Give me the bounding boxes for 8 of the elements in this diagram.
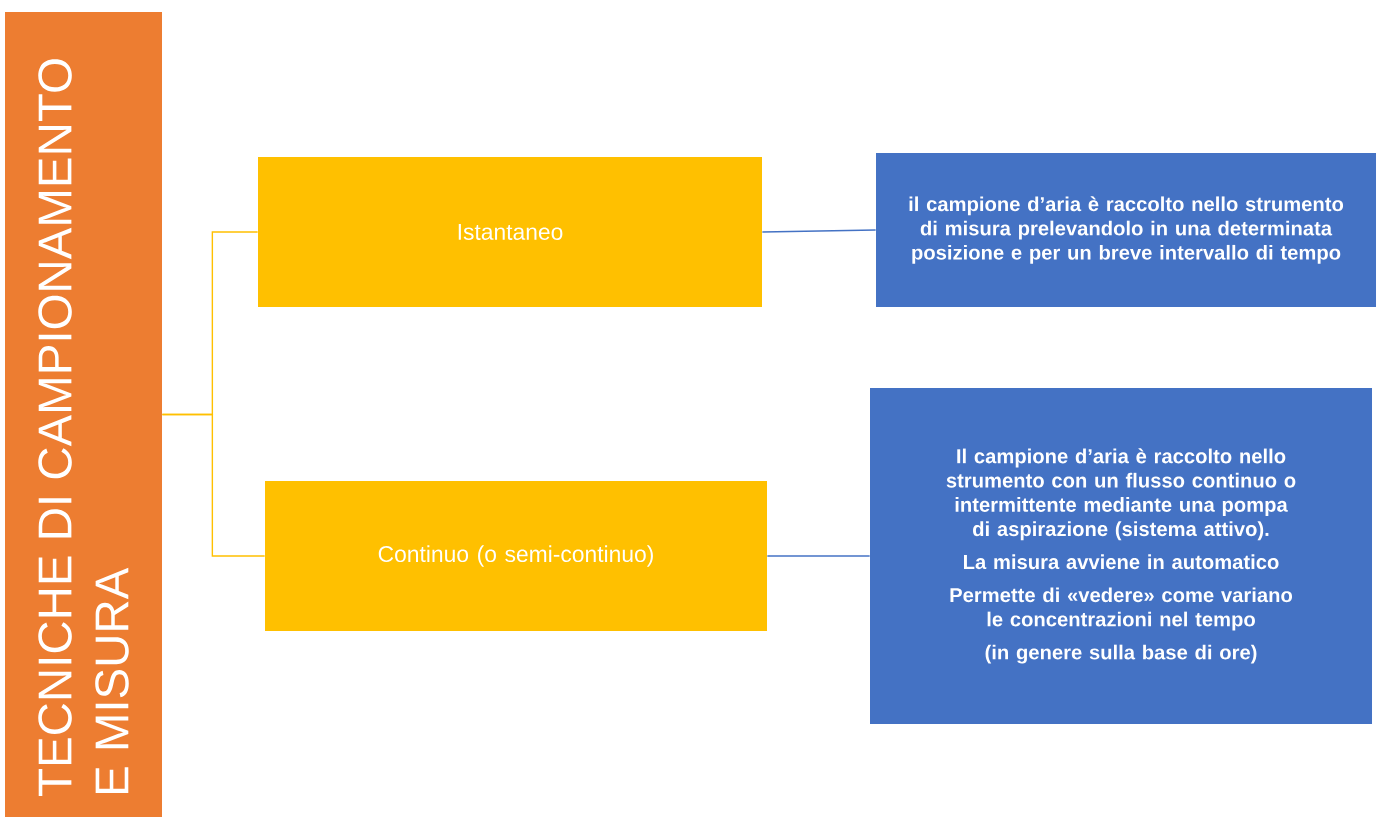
category-box: Continuo (o semi-continuo)	[265, 481, 767, 631]
description-box: il campione d’aria è raccolto nello strumento di misura prelevandolo in una determinata posizione e per un breve intervallo di tempo	[876, 153, 1376, 307]
connector-line	[766, 555, 871, 557]
title-bar: TECNICHE DI CAMPIONAMENTO E MISURA	[5, 12, 162, 817]
connector-line	[161, 413, 266, 557]
category-box: Istantaneo	[258, 157, 762, 307]
connector-line	[761, 229, 877, 233]
description-box: Il campione d’aria è raccolto nello strumento con un flusso continuo o intermittente mediante una pompa di aspirazione (sistema attivo). La misura avviene in automatico Permette di «vedere» come variano le concentrazioni nel tempo (in genere sulla base di ore)	[870, 388, 1372, 724]
